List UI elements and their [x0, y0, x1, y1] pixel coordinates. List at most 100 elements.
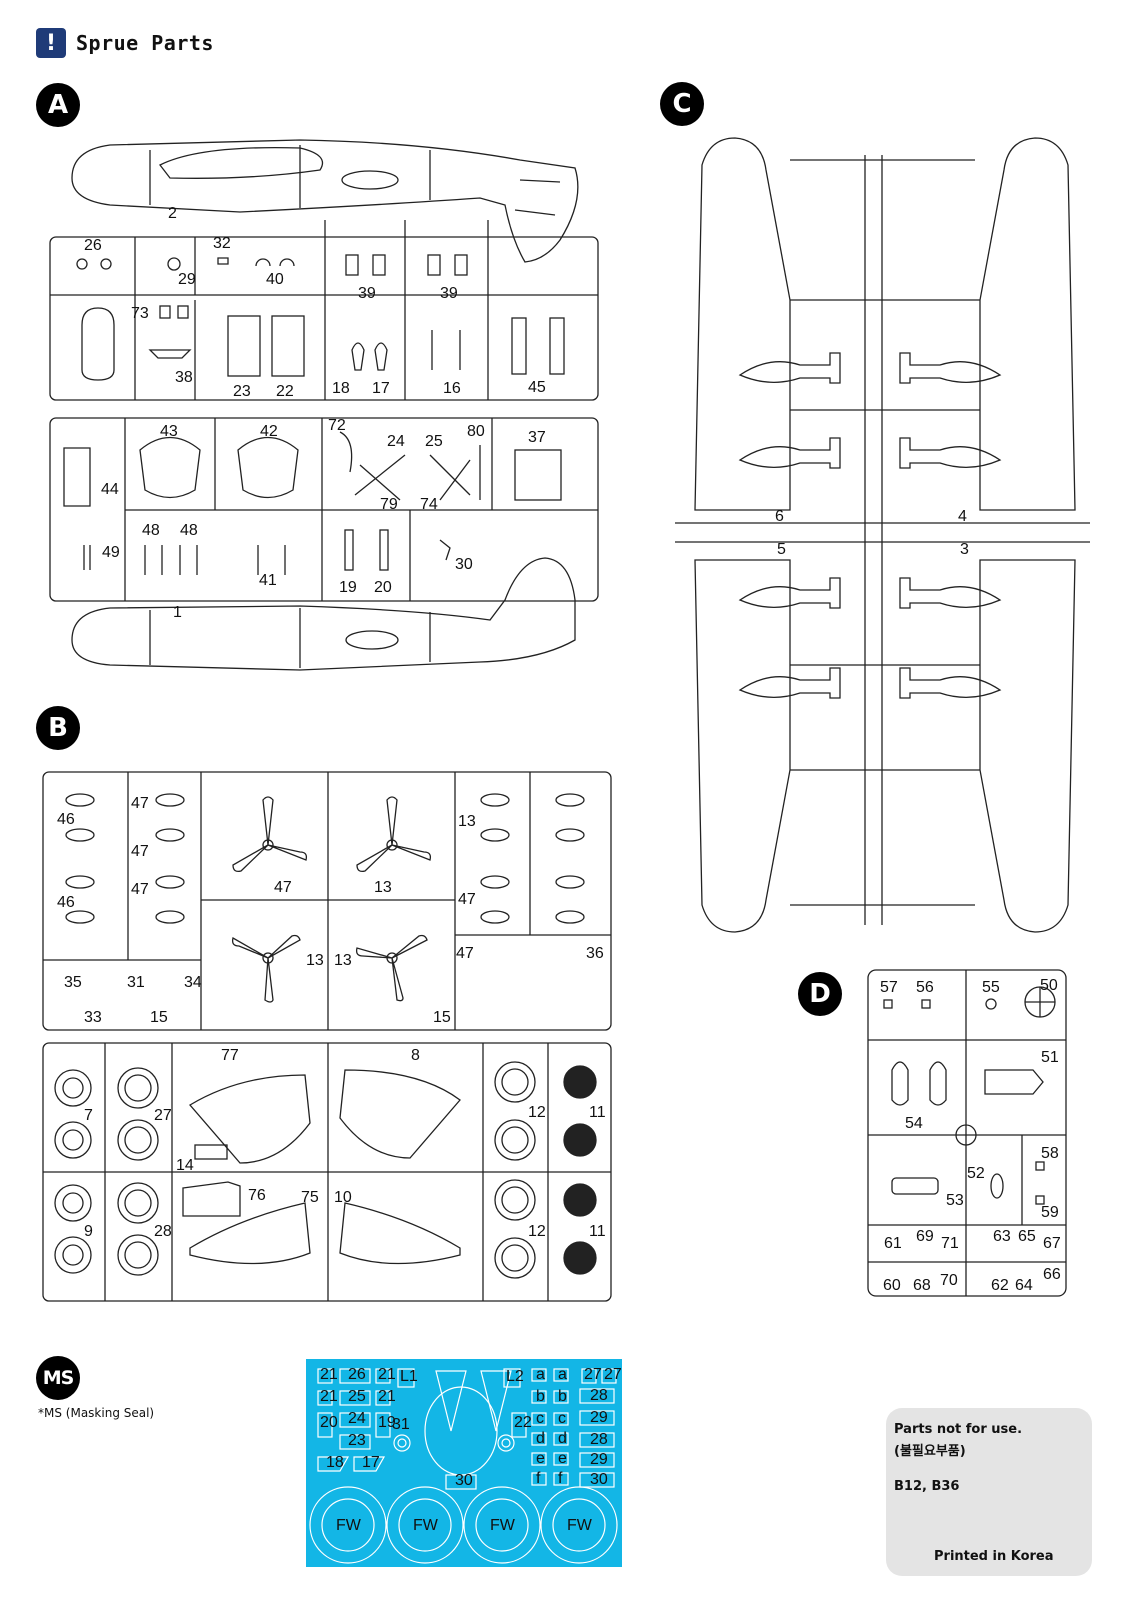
part-number-label: 3 [960, 541, 969, 558]
part-number-label: 47 [131, 881, 149, 898]
part-number-label: 53 [946, 1192, 964, 1209]
part-number-label: 12 [528, 1223, 546, 1240]
mask-label: 27 [604, 1366, 622, 1383]
part-number-label: 19 [339, 579, 357, 596]
section-header: ! Sprue Parts [36, 28, 214, 58]
part-number-label: 62 [991, 1277, 1009, 1294]
part-number-label: 25 [425, 433, 443, 450]
part-number-label: 59 [1041, 1204, 1059, 1221]
part-number-label: 16 [443, 380, 461, 397]
part-number-label: 45 [528, 379, 546, 396]
part-number-label: 48 [142, 522, 160, 539]
part-number-label: 54 [905, 1115, 923, 1132]
part-number-label: 32 [213, 235, 231, 252]
mask-label: b [536, 1388, 545, 1405]
part-number-label: 77 [221, 1047, 239, 1064]
part-number-label: 35 [64, 974, 82, 991]
mask-label: FW [567, 1517, 593, 1534]
mask-label: d [558, 1430, 567, 1447]
mask-label: 18 [326, 1454, 344, 1471]
mask-label: 26 [348, 1366, 366, 1383]
part-number-label: 72 [328, 417, 346, 434]
part-number-label: 69 [916, 1228, 934, 1245]
mask-label: 17 [362, 1454, 380, 1471]
mask-label: 21 [378, 1388, 396, 1405]
part-number-label: 11 [589, 1104, 606, 1121]
part-number-label: 64 [1015, 1277, 1033, 1294]
mask-label: f [536, 1470, 541, 1487]
part-number-label: 46 [57, 811, 75, 828]
part-number-label: 15 [150, 1009, 168, 1026]
part-number-label: 42 [260, 423, 278, 440]
part-number-label: 49 [102, 544, 120, 561]
not-for-use-title: Parts not for use. [894, 1422, 1023, 1437]
mask-label: 20 [320, 1414, 338, 1431]
part-number-label: 36 [586, 945, 604, 962]
exclamation-icon: ! [36, 28, 66, 58]
part-number-label: 13 [306, 952, 324, 969]
part-number-label: 55 [982, 979, 1000, 996]
part-number-label: 26 [84, 237, 102, 254]
part-number-label: 15 [433, 1009, 451, 1026]
part-number-label: 47 [458, 891, 476, 908]
part-number-label: 76 [248, 1187, 266, 1204]
mask-label: c [558, 1410, 566, 1427]
part-number-label: 8 [411, 1047, 420, 1064]
mask-label: 21 [378, 1366, 396, 1383]
part-number-label: 27 [154, 1107, 172, 1124]
mask-label: 30 [590, 1471, 608, 1488]
sprue-a-badge: A [36, 83, 80, 127]
part-number-label: 50 [1040, 977, 1058, 994]
mask-label: 19 [378, 1414, 396, 1431]
part-number-label: 13 [334, 952, 352, 969]
part-number-label: 47 [131, 843, 149, 860]
mask-label: 29 [590, 1409, 608, 1426]
part-number-label: 31 [127, 974, 145, 991]
part-number-label: 4 [958, 508, 967, 525]
mask-label: FW [336, 1517, 362, 1534]
mask-label: 21 [320, 1366, 338, 1383]
part-number-label: 57 [880, 979, 898, 996]
mask-label: 23 [348, 1432, 366, 1449]
part-number-label: 67 [1043, 1235, 1061, 1252]
part-number-label: 70 [940, 1272, 958, 1289]
mask-label: 30 [455, 1472, 473, 1489]
part-number-label: 38 [175, 369, 193, 386]
part-number-label: 28 [154, 1223, 172, 1240]
mask-label: L1 [400, 1368, 418, 1385]
sprue-c-badge: C [660, 82, 704, 126]
mask-label: e [536, 1450, 545, 1467]
part-number-label: 65 [1018, 1228, 1036, 1245]
part-number-label: 5 [777, 541, 786, 558]
part-number-label: 68 [913, 1277, 931, 1294]
part-number-label: 44 [101, 481, 119, 498]
part-number-label: 60 [883, 1277, 901, 1294]
mask-label: 24 [348, 1410, 366, 1427]
mask-label: b [558, 1388, 567, 1405]
part-number-label: 43 [160, 423, 178, 440]
mask-label: 29 [590, 1451, 608, 1468]
part-number-label: 52 [967, 1165, 985, 1182]
part-number-label: 41 [259, 572, 277, 589]
page-title: Sprue Parts [76, 31, 214, 55]
part-number-label: 51 [1041, 1049, 1059, 1066]
part-number-label: 47 [274, 879, 292, 896]
mask-label: a [536, 1366, 545, 1383]
part-number-label: 13 [374, 879, 392, 896]
part-number-label: 29 [178, 271, 196, 288]
mask-label: 28 [590, 1431, 608, 1448]
mask-label: 27 [584, 1366, 602, 1383]
mask-label: 25 [348, 1388, 366, 1405]
part-number-label: 12 [528, 1104, 546, 1121]
printed-in-korea: Printed in Korea [934, 1549, 1054, 1564]
part-number-label: 1 [173, 604, 182, 621]
part-number-label: 79 [380, 496, 398, 513]
part-number-label: 80 [467, 423, 485, 440]
part-number-label: 14 [176, 1157, 194, 1174]
ms-note: *MS (Masking Seal) [38, 1406, 155, 1420]
